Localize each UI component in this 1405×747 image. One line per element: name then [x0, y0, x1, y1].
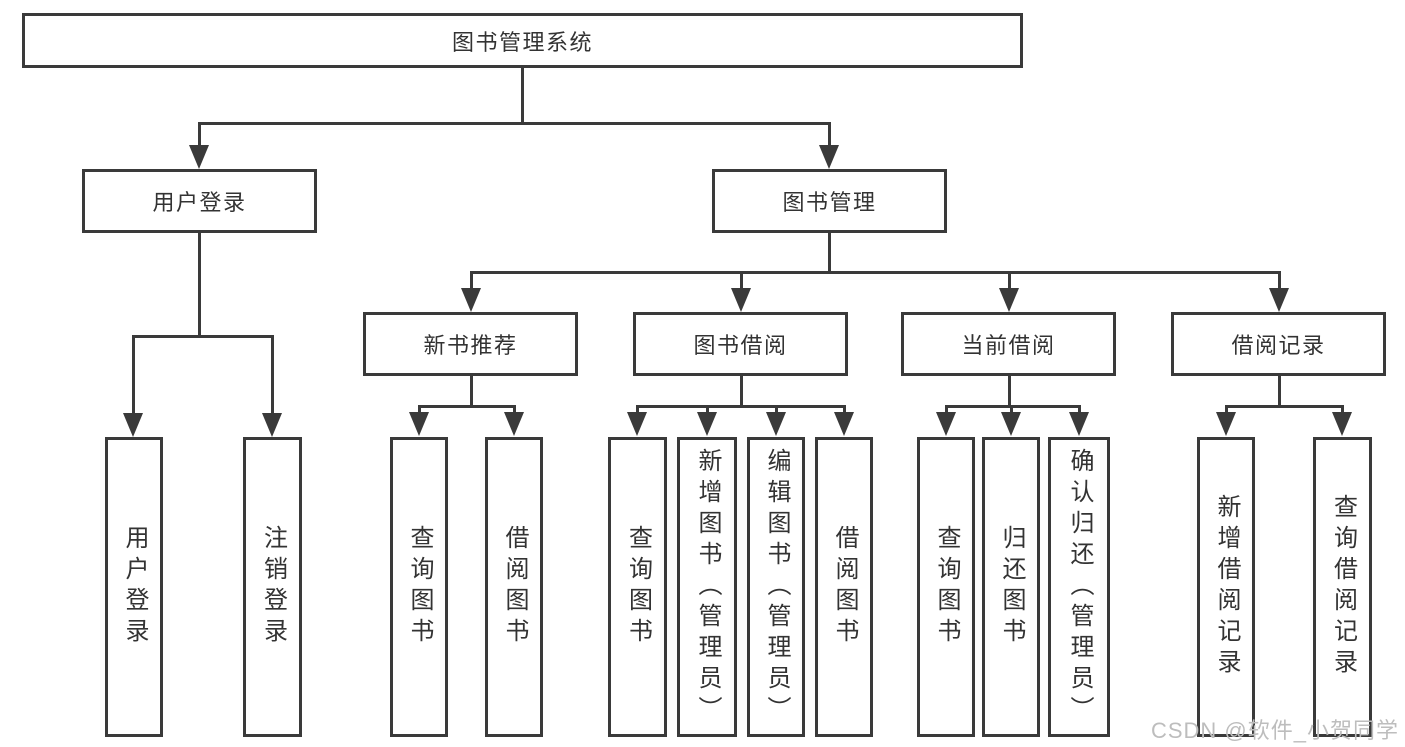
connector-arrowhead [504, 412, 524, 436]
connector-line [740, 376, 743, 408]
leaf-add-borrow-record: 新增借阅记录 [1197, 437, 1255, 737]
connector-line [198, 233, 201, 338]
connector-line [843, 405, 846, 415]
connector-line [828, 233, 831, 274]
connector-line [828, 122, 831, 148]
leaf-label: 借阅图书 [501, 525, 528, 649]
node-label: 当前借阅 [961, 333, 1056, 358]
leaf-label: 确认归还（管理员） [1066, 447, 1093, 727]
connector-arrowhead [1216, 412, 1236, 436]
root-node-library-system: 图书管理系统 [22, 13, 1023, 68]
node-label: 用户登录 [152, 190, 247, 215]
connector-line [636, 405, 639, 415]
connector-arrowhead [766, 412, 786, 436]
connector-arrowhead [819, 145, 839, 169]
node-label: 新书推荐 [423, 333, 518, 358]
node-label: 图书管理 [782, 190, 877, 215]
leaf-label: 查询图书 [406, 525, 433, 649]
connector-line [636, 405, 846, 408]
connector-line [1225, 405, 1228, 415]
leaf-user-login: 用户登录 [105, 437, 163, 737]
connector-line [1078, 405, 1081, 415]
connector-line [1008, 376, 1011, 408]
connector-line [1225, 405, 1344, 408]
connector-arrowhead [834, 412, 854, 436]
leaf-query-books-recommend: 查询图书 [390, 437, 448, 737]
connector-line [945, 405, 1081, 408]
connector-line [418, 405, 421, 415]
node-borrow-records: 借阅记录 [1171, 312, 1386, 376]
leaf-query-books-current: 查询图书 [917, 437, 975, 737]
node-new-book-recommend: 新书推荐 [363, 312, 578, 376]
connector-arrowhead [936, 412, 956, 436]
leaf-label: 用户登录 [121, 525, 148, 649]
connector-line [198, 122, 201, 148]
leaf-edit-books-admin: 编辑图书（管理员） [747, 437, 805, 737]
leaf-borrow-books-recommend: 借阅图书 [485, 437, 543, 737]
leaf-label: 归还图书 [998, 525, 1025, 649]
connector-line [775, 405, 778, 415]
connector-arrowhead [697, 412, 717, 436]
connector-arrowhead [409, 412, 429, 436]
connector-line [470, 271, 473, 292]
connector-line [1341, 405, 1344, 415]
leaf-label: 编辑图书（管理员） [763, 447, 790, 727]
connector-line [418, 405, 516, 408]
connector-arrowhead [627, 412, 647, 436]
connector-line [740, 271, 743, 292]
leaf-borrow-books: 借阅图书 [815, 437, 873, 737]
connector-arrowhead [461, 288, 481, 312]
leaf-confirm-return-admin: 确认归还（管理员） [1048, 437, 1110, 737]
leaf-label: 新增借阅记录 [1213, 494, 1240, 680]
connector-arrowhead [123, 413, 143, 437]
connector-line [470, 271, 1280, 274]
leaf-add-books-admin: 新增图书（管理员） [677, 437, 737, 737]
leaf-query-borrow-record: 查询借阅记录 [1313, 437, 1372, 737]
leaf-label: 查询借阅记录 [1329, 494, 1357, 680]
connector-arrowhead [1069, 412, 1089, 436]
watermark: CSDN @软件_小贺同学 [1150, 718, 1399, 743]
node-user-login: 用户登录 [82, 169, 317, 233]
leaf-label: 新增图书（管理员） [694, 447, 721, 727]
connector-arrowhead [731, 288, 751, 312]
leaf-label: 查询图书 [933, 525, 960, 649]
node-current-borrow: 当前借阅 [901, 312, 1116, 376]
node-book-borrow: 图书借阅 [633, 312, 848, 376]
connector-line [198, 122, 831, 125]
node-label: 图书借阅 [693, 333, 788, 358]
leaf-return-books: 归还图书 [982, 437, 1040, 737]
connector-line [1278, 376, 1281, 408]
connector-line [133, 335, 274, 338]
connector-arrowhead [262, 413, 282, 437]
connector-arrowhead [1332, 412, 1352, 436]
connector-line [945, 405, 948, 415]
connector-line [706, 405, 709, 415]
connector-line [470, 376, 473, 408]
leaf-label: 借阅图书 [831, 525, 858, 649]
connector-arrowhead [189, 145, 209, 169]
connector-arrowhead [1269, 288, 1289, 312]
node-label: 借阅记录 [1231, 333, 1326, 358]
leaf-label: 查询图书 [624, 525, 652, 649]
connector-line [1278, 271, 1281, 292]
connector-line [132, 335, 135, 415]
node-book-management: 图书管理 [712, 169, 947, 233]
connector-arrowhead [999, 288, 1019, 312]
leaf-label: 注销登录 [259, 525, 287, 649]
connector-arrowhead [1001, 412, 1021, 436]
connector-line [521, 68, 524, 124]
leaf-logout: 注销登录 [243, 437, 302, 737]
root-node-label: 图书管理系统 [451, 29, 593, 55]
leaf-query-books-borrow: 查询图书 [608, 437, 667, 737]
connector-line [1008, 271, 1011, 292]
connector-line [513, 405, 516, 415]
connector-line [271, 335, 274, 415]
connector-line [1010, 405, 1013, 415]
